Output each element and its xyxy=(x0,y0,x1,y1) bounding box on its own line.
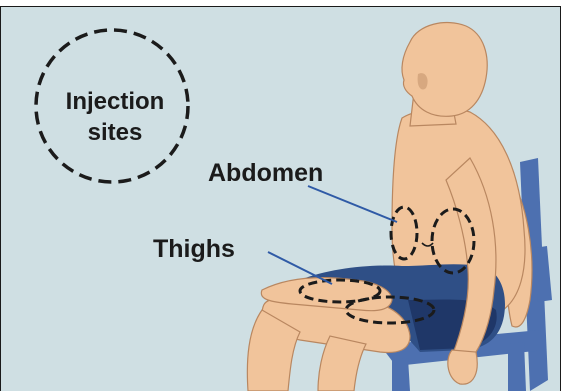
legend-label-line1: Injection xyxy=(40,86,190,117)
thighs-label: Thighs xyxy=(153,237,235,262)
abdomen-label: Abdomen xyxy=(208,161,323,186)
image-border xyxy=(0,6,561,391)
legend-label: Injection sites xyxy=(40,86,190,148)
legend-label-line2: sites xyxy=(40,117,190,148)
